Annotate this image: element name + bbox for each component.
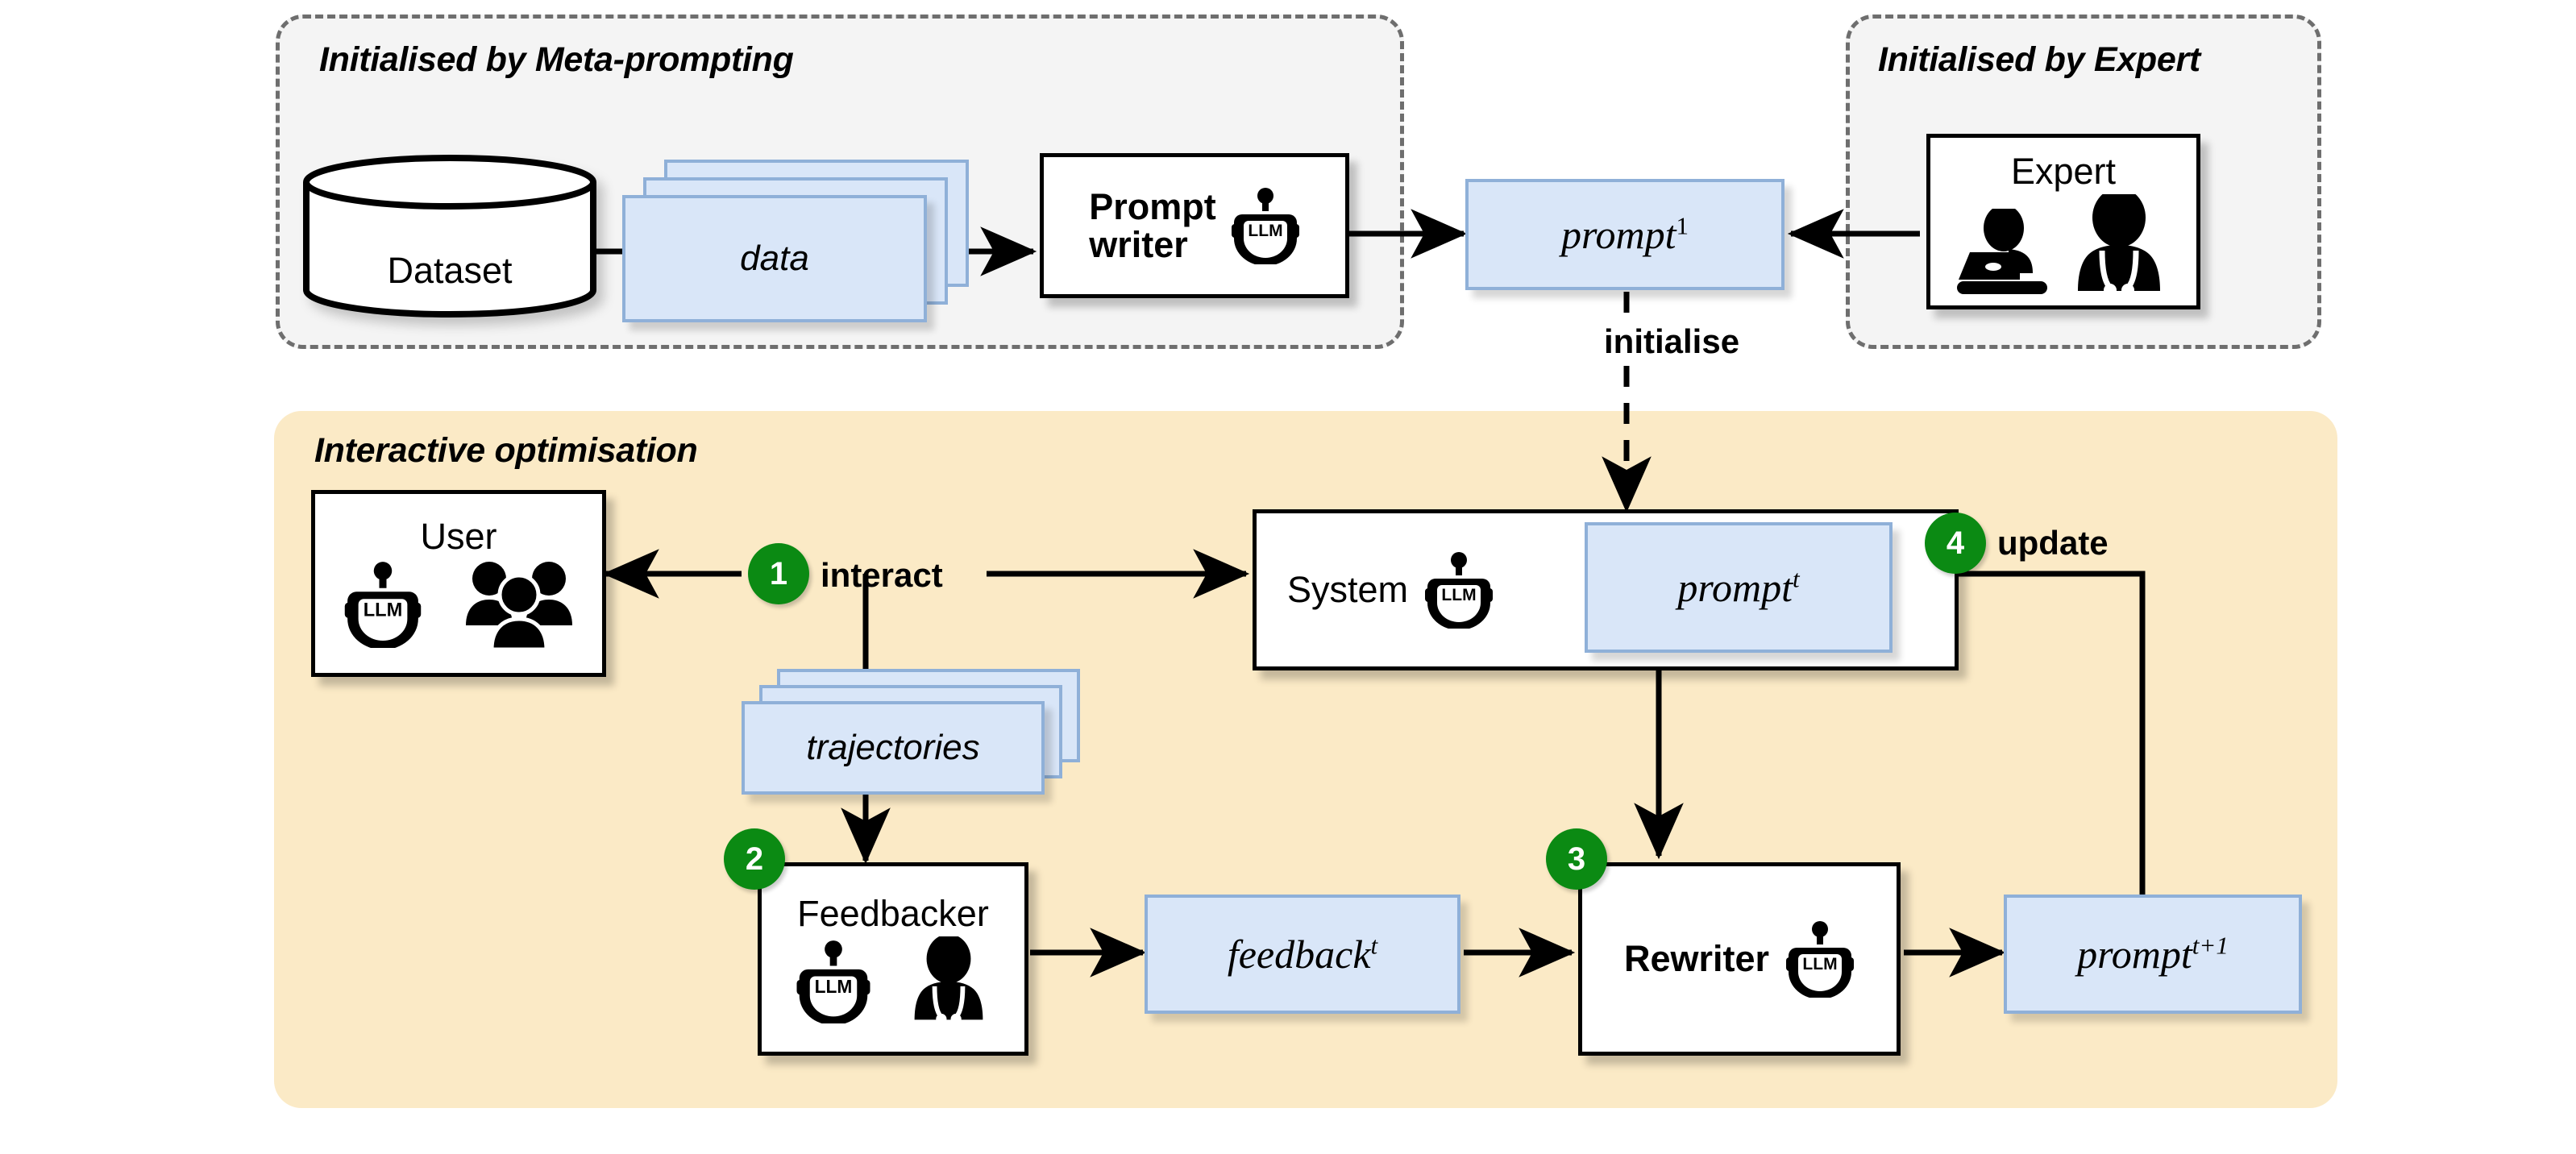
step-4-number: 4	[1946, 525, 1965, 561]
dataset-node: Dataset	[300, 155, 600, 318]
feedback-t-base: feedback	[1227, 932, 1371, 977]
person-at-laptop-icon	[1957, 208, 2047, 294]
data-label: data	[740, 239, 809, 278]
prompt-writer-label-line2: writer	[1089, 224, 1188, 265]
data-node: data	[622, 160, 969, 322]
initialise-edge-label: initialise	[1598, 321, 1747, 363]
llm-robot-icon: LLM	[1786, 921, 1855, 998]
prompt-t-label: promptt	[1677, 564, 1799, 611]
llm-robot-icon: LLM	[344, 561, 422, 648]
llm-robot-icon: LLM	[796, 940, 870, 1023]
step-1-badge: 1	[748, 543, 809, 604]
trajectories-node: trajectories	[742, 669, 1080, 796]
database-cylinder-icon	[303, 155, 596, 318]
step-2-badge: 2	[724, 828, 785, 890]
prompt1-sup: 1	[1676, 211, 1689, 240]
dataset-label: Dataset	[387, 250, 513, 291]
prompt-t-node: promptt	[1585, 522, 1893, 653]
prompt-writer-label-line1: Prompt	[1089, 185, 1216, 227]
feedbacker-node: Feedbacker LLM	[758, 862, 1028, 1056]
prompt1-node: prompt1	[1465, 179, 1785, 290]
user-label: User	[420, 516, 497, 558]
trajectories-sheet-front	[742, 701, 1045, 795]
llm-icon-text: LLM	[1441, 586, 1476, 604]
prompt-t1-node: promptt+1	[2004, 895, 2302, 1014]
llm-robot-icon: LLM	[1231, 188, 1299, 264]
prompt-t-base: prompt	[1677, 565, 1793, 610]
prompt1-label: prompt1	[1561, 211, 1689, 258]
llm-icon-text: LLM	[364, 600, 403, 621]
step-4-badge: 4	[1925, 513, 1986, 574]
panel-interactive-optimisation-title: Interactive optimisation	[314, 431, 698, 470]
llm-icon-text: LLM	[815, 976, 853, 997]
step-3-number: 3	[1567, 841, 1586, 877]
people-group-icon	[466, 561, 572, 651]
prompt-t1-base: prompt	[2077, 932, 2192, 977]
rewriter-node: Rewriter LLM	[1578, 862, 1901, 1056]
trajectories-label: trajectories	[806, 728, 980, 767]
llm-icon-text: LLM	[1802, 955, 1837, 973]
prompt-t-sup: t	[1792, 564, 1800, 593]
step-1-number: 1	[769, 555, 788, 592]
data-sheet-front	[622, 195, 927, 322]
prompt-t1-sup: t+1	[2192, 931, 2229, 960]
system-label: System	[1287, 569, 1409, 611]
step-2-number: 2	[745, 841, 764, 877]
step-1-label: interact	[821, 556, 943, 594]
feedback-t-node: feedbackt	[1145, 895, 1460, 1014]
expert-node: Expert	[1926, 134, 2200, 309]
prompt-writer-node: Prompt writer LLM	[1040, 153, 1349, 298]
prompt-t1-label: promptt+1	[2077, 931, 2229, 978]
doctor-stethoscope-icon	[914, 936, 983, 1024]
rewriter-label: Rewriter	[1623, 938, 1770, 980]
panel-expert-title: Initialised by Expert	[1878, 40, 2200, 79]
prompt1-base: prompt	[1560, 212, 1676, 257]
panel-meta-prompting-title: Initialised by Meta-prompting	[319, 40, 794, 79]
feedback-t-sup: t	[1370, 931, 1378, 960]
step-4-label: update	[1997, 524, 2109, 562]
llm-icon-text: LLM	[1248, 222, 1282, 240]
step-3-badge: 3	[1546, 828, 1607, 890]
llm-robot-icon: LLM	[1425, 552, 1494, 629]
feedbacker-label: Feedbacker	[797, 893, 989, 935]
user-node: User LLM	[311, 490, 606, 677]
prompt-writer-label: Prompt writer	[1089, 185, 1216, 265]
feedback-t-label: feedbackt	[1228, 931, 1377, 978]
doctor-stethoscope-icon	[2078, 193, 2160, 296]
expert-label: Expert	[2010, 151, 2117, 193]
